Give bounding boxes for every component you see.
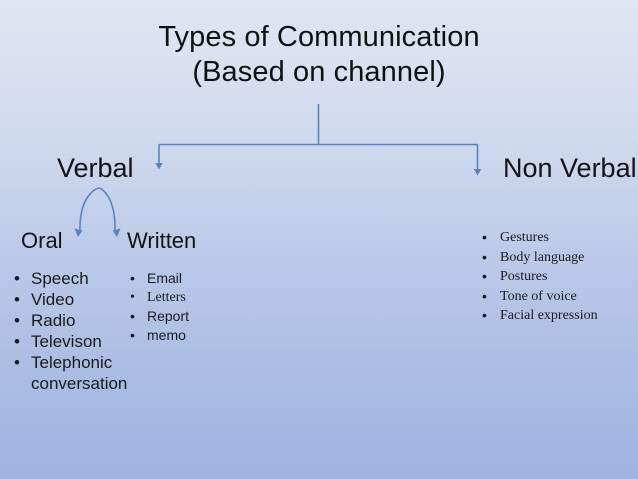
slide-title-line-1: Types of Communication: [158, 21, 480, 53]
list-item: Postures: [478, 267, 636, 287]
list-item: memo: [128, 326, 238, 345]
nonverbal-items-list: Gestures Body language Postures Tone of …: [478, 228, 636, 326]
slide-title-line-2: (Based on channel): [192, 56, 446, 88]
subbranch-heading-written: Written: [127, 228, 197, 253]
list-item: Speech: [12, 268, 116, 289]
branch-heading-verbal: Verbal: [57, 153, 134, 183]
branch-heading-nonverbal: Non Verbal: [503, 153, 637, 183]
list-item: Televison: [12, 331, 116, 352]
subbranch-heading-oral: Oral: [21, 228, 63, 253]
list-item: Tone of voice: [478, 287, 636, 307]
oral-items-list: Speech Video Radio Televison Telephonic …: [12, 268, 127, 394]
list-item: Telephonic conversation: [12, 352, 127, 394]
connector-verbal-split-curve: [79, 187, 116, 233]
list-item: Video: [12, 289, 116, 310]
list-item: Gestures: [478, 228, 636, 248]
connector-written-arrowhead: [112, 228, 121, 237]
list-item: Letters: [128, 288, 238, 307]
connector-oral-arrowhead: [74, 228, 83, 237]
list-item: Body language: [478, 248, 636, 268]
list-item: Facial expression: [478, 306, 636, 326]
list-item: Email: [128, 269, 238, 288]
connector-left-arrowhead: [155, 163, 163, 170]
list-item: Report: [128, 307, 238, 326]
list-item: Radio: [12, 310, 116, 331]
connector-right-arrowhead: [473, 169, 482, 176]
written-items-list: Email Letters Report memo: [128, 269, 238, 345]
slide-title: Types of Communication (Based on channel…: [0, 20, 638, 90]
